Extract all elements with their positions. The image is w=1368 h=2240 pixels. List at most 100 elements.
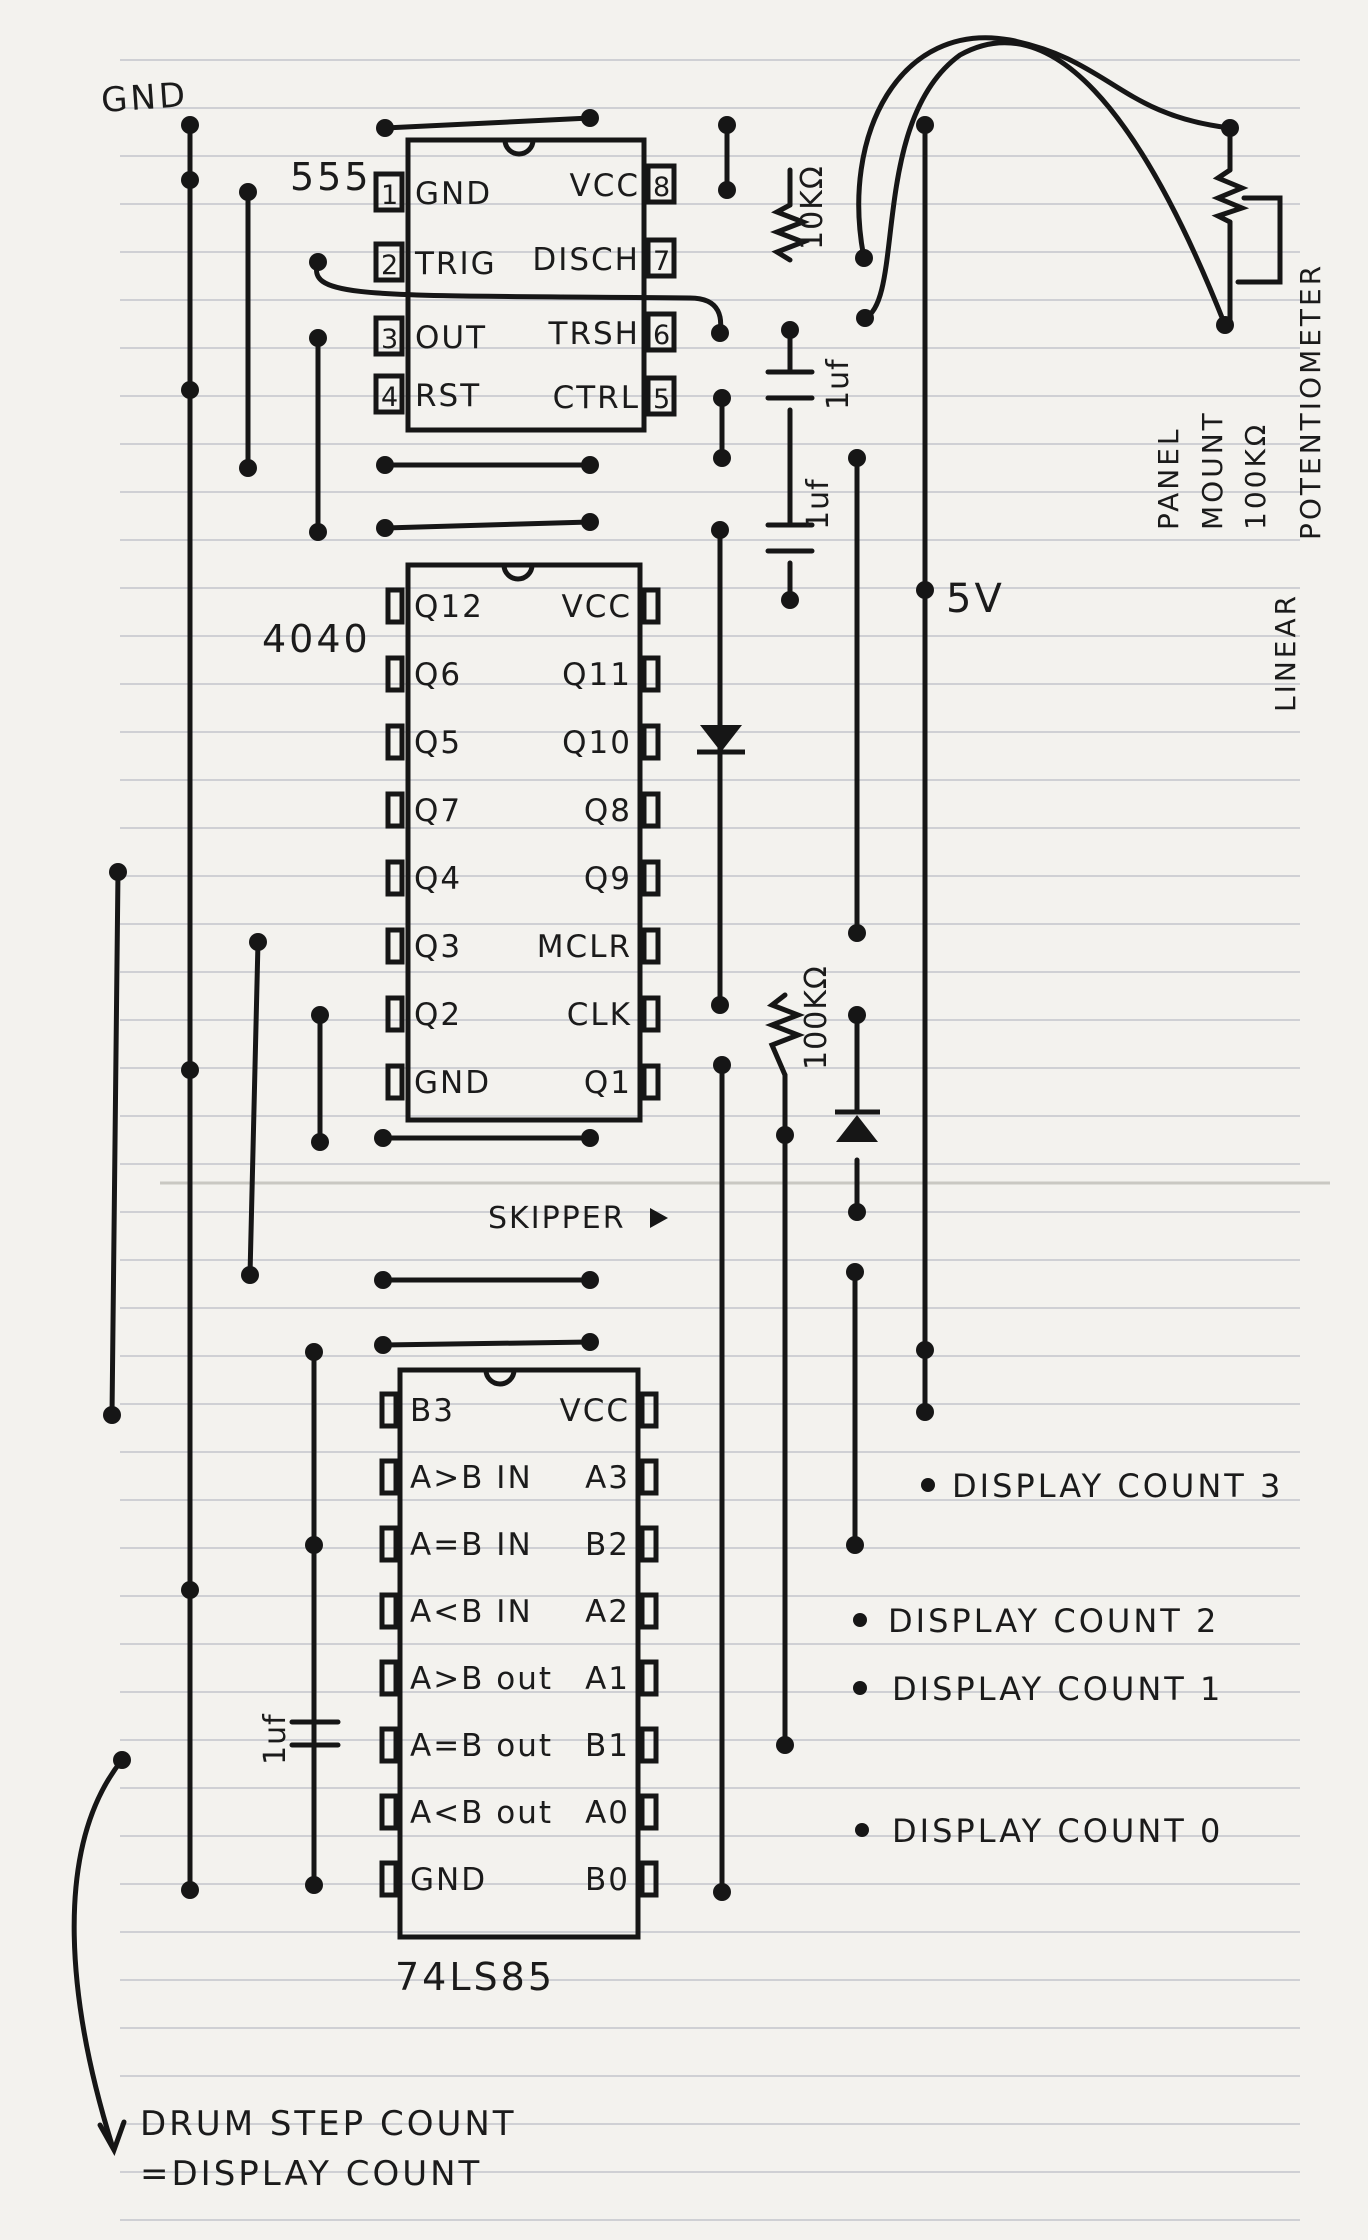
pin-label: GND — [410, 1862, 487, 1898]
junction-dot — [846, 1536, 864, 1554]
pin-box — [373, 241, 405, 283]
junction-dot — [713, 1056, 731, 1074]
resistor-100k-symbol — [765, 992, 805, 1078]
pin-label: TRIG — [414, 246, 497, 282]
gnd-label: GND — [100, 75, 190, 121]
junction-dot — [713, 389, 731, 407]
pin-box — [379, 1391, 399, 1429]
pin-box — [385, 791, 405, 829]
pin-box — [385, 655, 405, 693]
pin-label: A2 — [585, 1594, 630, 1630]
capacitor-1-symbol — [765, 369, 815, 401]
junction-dot — [856, 309, 874, 327]
junction-dot — [916, 1341, 934, 1359]
junction-dot — [1221, 119, 1239, 137]
pin-label: Q9 — [584, 861, 632, 897]
pin-label: Q1 — [584, 1065, 632, 1101]
junction-dot — [309, 329, 327, 347]
output-display-count-1: DISPLAY COUNT 1 — [853, 1670, 1223, 1708]
pin-box — [385, 995, 405, 1033]
capacitor-2-label: 1uf — [801, 478, 836, 530]
pin-label: B0 — [585, 1862, 630, 1898]
pin-box — [641, 791, 661, 829]
wires — [71, 35, 1283, 2157]
pin-box — [641, 655, 661, 693]
pin-box — [645, 311, 677, 353]
junction-dot — [305, 1343, 323, 1361]
pin-label: A=B IN — [410, 1527, 533, 1563]
junction-dot — [711, 324, 729, 342]
pot-label-line4: LINEAR — [1269, 593, 1302, 712]
output-label: DISPLAY COUNT 0 — [892, 1812, 1223, 1850]
junction-dot — [718, 116, 736, 134]
pin-box — [639, 1726, 659, 1764]
junction-dot — [311, 1133, 329, 1151]
junction-dot — [376, 519, 394, 537]
pin-box — [639, 1458, 659, 1496]
note-line1: DRUM STEP COUNT — [140, 2104, 517, 2144]
output-display-count-0: DISPLAY COUNT 0 — [855, 1812, 1223, 1850]
junction-dots — [103, 109, 1239, 1901]
pin-box — [639, 1525, 659, 1563]
junction-dot — [311, 1006, 329, 1024]
junction-dot — [376, 119, 394, 137]
pin-box — [645, 237, 677, 279]
junction-dot — [846, 1263, 864, 1281]
junction-dot — [181, 1061, 199, 1079]
pin-label: CTRL — [553, 380, 640, 416]
junction-dot — [581, 1271, 599, 1289]
pin-label: GND — [415, 176, 492, 212]
pin-box — [639, 1860, 659, 1898]
capacitor-3-label: 1uf — [258, 1713, 293, 1765]
pin-box — [645, 375, 677, 417]
junction-dot — [181, 171, 199, 189]
pot-label-line1: PANEL — [1152, 427, 1185, 530]
junction-dot — [1216, 316, 1234, 334]
junction-dot — [776, 1736, 794, 1754]
ic-74ls85-name: 74LS85 — [395, 1955, 555, 1999]
resistor-100k-label: 100KΩ — [799, 965, 834, 1070]
pin-label: B3 — [410, 1393, 455, 1429]
pin-label: A>B IN — [410, 1460, 533, 1496]
pin-label: CLK — [567, 997, 632, 1033]
junction-dot — [781, 591, 799, 609]
ic-555-name: 555 — [290, 155, 372, 199]
pin-label: GND — [414, 1065, 491, 1101]
pin-label: A0 — [585, 1795, 630, 1831]
pin-box — [641, 927, 661, 965]
pin-number: 1 — [381, 180, 400, 211]
pin-box — [379, 1860, 399, 1898]
output-label: DISPLAY COUNT 1 — [892, 1670, 1223, 1708]
pin-box — [645, 163, 677, 205]
pin-box — [379, 1592, 399, 1630]
output-display-count-3: DISPLAY COUNT 3 — [921, 1467, 1283, 1505]
junction-dot — [848, 1006, 866, 1024]
output-display-count-2: DISPLAY COUNT 2 — [853, 1602, 1216, 1640]
pin-box — [641, 995, 661, 1033]
pin-label: Q3 — [414, 929, 462, 965]
pin-box — [639, 1793, 659, 1831]
junction-dot — [711, 996, 729, 1014]
pin-label: A<B IN — [410, 1594, 533, 1630]
pin-label: Q8 — [584, 793, 632, 829]
junction-dot — [776, 1126, 794, 1144]
junction-dot — [916, 1403, 934, 1421]
pot-label-line3: 100KΩ — [1239, 422, 1272, 530]
ic-555 — [373, 137, 677, 433]
pin-box — [385, 723, 405, 761]
junction-dot — [848, 1203, 866, 1221]
pin-box — [379, 1793, 399, 1831]
ic-74ls85-notch — [483, 1367, 517, 1387]
pin-label: Q2 — [414, 997, 462, 1033]
junction-dot — [581, 513, 599, 531]
junction-dot — [916, 116, 934, 134]
pin-number: 6 — [653, 320, 672, 351]
ic-4040-notch — [501, 562, 535, 582]
capacitor-1-label: 1uf — [821, 358, 856, 410]
output-label: DISPLAY COUNT 3 — [952, 1467, 1283, 1505]
pin-number: 4 — [381, 382, 400, 413]
junction-dot — [713, 449, 731, 467]
junction-dot — [718, 181, 736, 199]
pin-box — [641, 859, 661, 897]
